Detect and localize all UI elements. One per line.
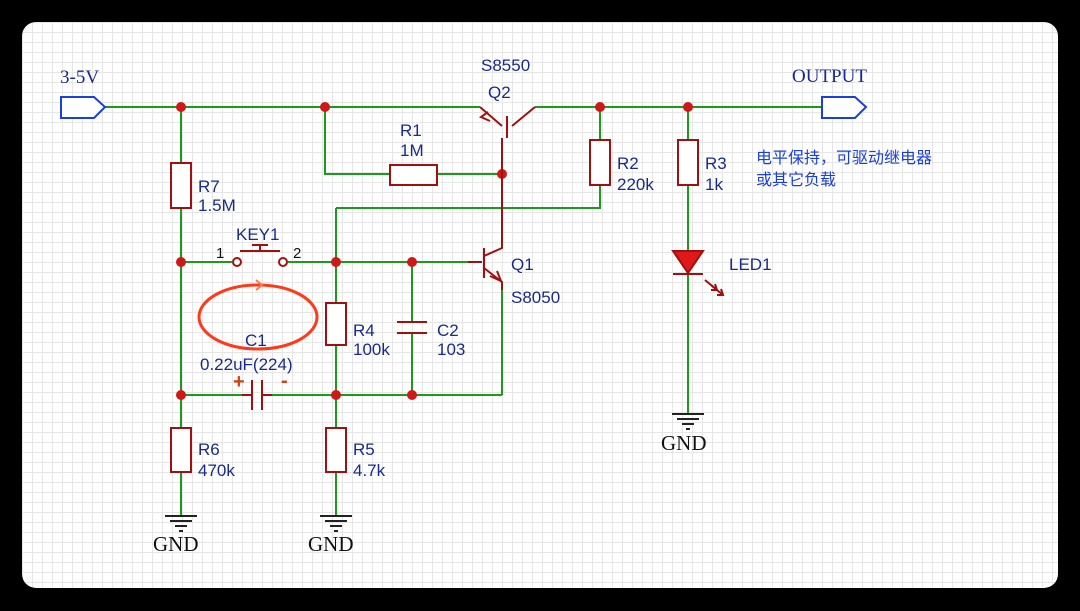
r5-value: 4.7k — [353, 461, 386, 480]
led-led1 — [671, 250, 725, 296]
gnd-left-label: GND — [153, 532, 199, 556]
key1-ref: KEY1 — [236, 225, 279, 244]
capacitor-c1 — [242, 380, 272, 410]
resistor-r5 — [325, 427, 347, 473]
highlight-ellipse — [197, 283, 319, 351]
key1-pin2: 2 — [293, 245, 301, 262]
schematic-svg: 3-5V OUTPUT S8550 Q2 Q1 S8050 R7 1.5M R1… — [60, 56, 932, 556]
r4-ref: R4 — [353, 321, 375, 340]
resistor-r3 — [677, 139, 699, 186]
resistor-r2 — [589, 139, 611, 186]
r2-ref: R2 — [617, 154, 639, 173]
wires — [105, 106, 822, 516]
gnd-right-label: GND — [661, 431, 707, 455]
r3-ref: R3 — [705, 154, 727, 173]
ground-left — [165, 515, 197, 532]
note-line-2: 或其它负载 — [756, 170, 836, 189]
c1-plus: + — [233, 371, 245, 393]
r4-value: 100k — [353, 340, 390, 359]
c2-value: 103 — [437, 340, 465, 359]
r7-value: 1.5M — [198, 196, 236, 215]
c1-ref: C1 — [245, 331, 267, 350]
switch-key1 — [232, 244, 288, 267]
q2-ref: Q2 — [488, 83, 511, 102]
transistor-q2 — [478, 106, 536, 174]
c2-ref: C2 — [437, 321, 459, 340]
resistor-r1 — [389, 164, 438, 186]
schematic-canvas: 3-5V OUTPUT S8550 Q2 Q1 S8050 R7 1.5M R1… — [22, 22, 1058, 588]
resistor-r6 — [170, 427, 192, 473]
output-net-label: OUTPUT — [792, 66, 867, 87]
key1-pin1: 1 — [216, 245, 224, 262]
r5-ref: R5 — [353, 440, 375, 459]
ground-mid — [320, 515, 352, 532]
r6-value: 470k — [198, 461, 235, 480]
c1-value: 0.22uF(224) — [200, 355, 293, 374]
capacitor-c2 — [397, 321, 427, 334]
r1-value: 1M — [400, 141, 424, 160]
q1-ref: Q1 — [511, 255, 534, 274]
highlight-arrow-mark — [255, 279, 264, 291]
output-port: OUTPUT — [792, 66, 868, 119]
q1-part: S8050 — [511, 288, 560, 307]
r6-ref: R6 — [198, 440, 220, 459]
input-port: 3-5V — [60, 67, 107, 119]
r2-value: 220k — [617, 175, 654, 194]
gnd-mid-label: GND — [308, 532, 354, 556]
q2-part: S8550 — [481, 56, 530, 75]
resistor-r4 — [325, 302, 347, 346]
input-net-label: 3-5V — [60, 67, 99, 88]
ground-right — [672, 413, 704, 430]
c1-minus: - — [281, 370, 288, 392]
r7-ref: R7 — [198, 177, 220, 196]
r1-ref: R1 — [400, 121, 422, 140]
note-line-1: 电平保持，可驱动继电器 — [756, 148, 932, 167]
led1-ref: LED1 — [729, 255, 772, 274]
resistor-r7 — [170, 162, 192, 209]
transistor-q1 — [468, 174, 503, 290]
r3-value: 1k — [705, 175, 723, 194]
